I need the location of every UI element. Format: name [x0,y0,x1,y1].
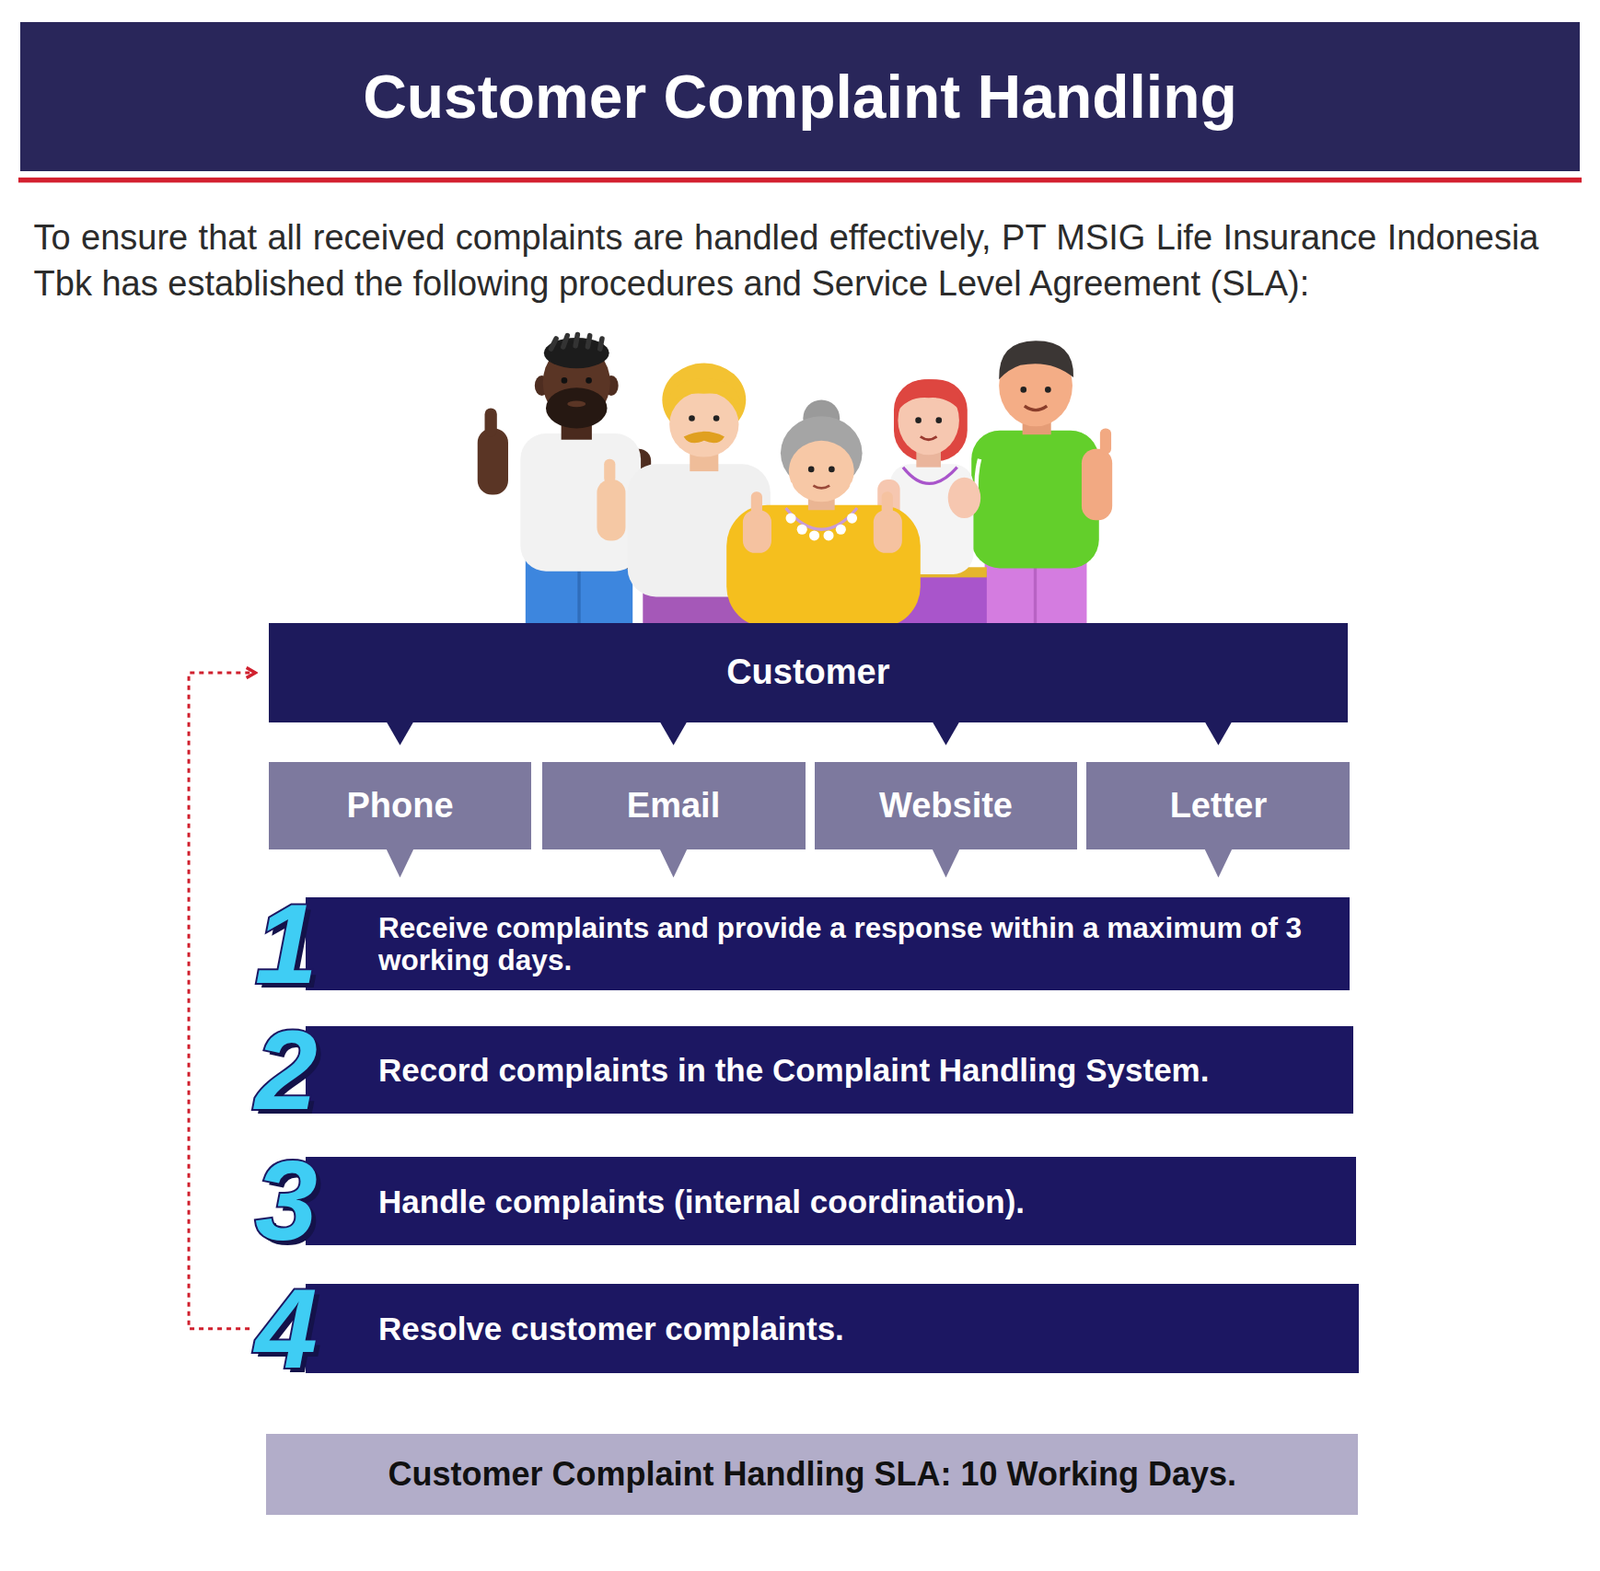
person-figure [971,340,1113,625]
title-band: Customer Complaint Handling [20,22,1580,172]
person-figure-part [948,477,981,519]
pointer-arrow [660,848,688,878]
step-number: 4 [255,1273,318,1386]
sla-box: Customer Complaint Handling SLA: 10 Work… [266,1434,1358,1516]
step-number: 3 [255,1145,318,1258]
person-figure-part [1044,386,1052,394]
person-figure-part [713,415,720,422]
feedback-arrow [188,672,256,1330]
person-figure-part [665,379,743,409]
person-figure-part [520,433,641,572]
customer-band: Customer [268,623,1349,723]
person-figure-part [809,530,820,541]
person-figure-part [971,430,1100,569]
channel-box: Website [814,762,1079,850]
person-figure-part [742,510,772,554]
step-band: 2Record complaints in the Complaint Hand… [255,1026,1354,1114]
person-figure-part [1100,428,1112,455]
person-figure-part [545,387,608,429]
person-figure-part [835,524,847,535]
person-figure-part [751,491,763,517]
person-figure-part [585,377,592,384]
person-figure-part [823,530,834,541]
step-text: Record complaints in the Complaint Handl… [255,1052,1228,1089]
channel-box: Phone [268,762,533,850]
node-label: Phone [346,786,453,826]
person-figure-part [998,340,1074,380]
person-figure-part [895,379,963,414]
pointer-arrow [660,721,688,746]
person-figure-part [873,510,903,554]
step-text: Receive complaints and provide a respons… [255,912,1350,978]
step-number: 2 [255,1014,318,1127]
pointer-arrow [932,848,961,878]
person-figure-part [669,392,739,458]
pointer-arrow [1204,721,1232,746]
person-figure-part [1020,386,1027,394]
channel-box: Email [542,762,806,850]
person-figure-part [812,486,830,489]
person-figure-part [567,401,586,408]
pointer-arrow [385,721,414,746]
step-text: Handle complaints (internal coordination… [255,1183,1044,1220]
node-label: Email [626,786,720,826]
pointer-arrow [1204,848,1232,878]
person-figure-part [785,508,858,530]
channel-box: Letter [1086,762,1350,850]
node-label: Letter [1170,786,1268,826]
person-figure-part [688,415,696,422]
title-text: Customer Complaint Handling [362,61,1238,132]
person-figure-part [1081,449,1113,522]
person-figure-part [596,479,626,542]
person-figure [726,400,921,628]
step-number: 1 [255,888,318,1001]
step-band: 1Receive complaints and provide a respon… [255,897,1350,991]
node-label: Website [879,786,1013,826]
person-figure-part [551,335,603,350]
person-figure-part [920,436,938,440]
person-figure-part [788,440,855,503]
person-figure-part [726,505,921,628]
person-figure-part [1033,566,1037,625]
person-figure-part [784,481,793,490]
step-band: 4Resolve customer complaints. [255,1284,1359,1373]
person-figure-part [893,379,968,462]
person-figure-part [1024,405,1047,410]
person-figure-part [828,466,835,474]
person-figure-part [785,513,796,524]
intro-text: To ensure that all received complaints a… [34,214,1540,307]
pointer-arrow [385,848,414,878]
person-figure-part [915,417,922,424]
red-rule [18,177,1582,184]
step-band: 3Handle complaints (internal coordinatio… [255,1157,1357,1246]
person-figure-part [903,467,958,485]
step-text: Resolve customer complaints. [255,1310,863,1347]
pointer-arrow [932,721,961,746]
node-label: Customer [726,652,890,693]
person-figure-part [603,459,615,485]
person-figure-part [846,513,858,524]
person-figure [477,335,651,626]
person-figure-part [484,407,497,437]
person-figure-part [849,481,858,490]
person-figure-part [808,466,815,474]
node-label: Customer Complaint Handling SLA: 10 Work… [388,1455,1237,1495]
person-figure-part [797,524,808,535]
person-figure-part [577,571,580,626]
person-figure-part [477,428,509,496]
person-figure-part [684,431,725,443]
person-figure-part [561,377,569,384]
person-figure-part [935,417,942,424]
person-figure-part [881,491,893,517]
